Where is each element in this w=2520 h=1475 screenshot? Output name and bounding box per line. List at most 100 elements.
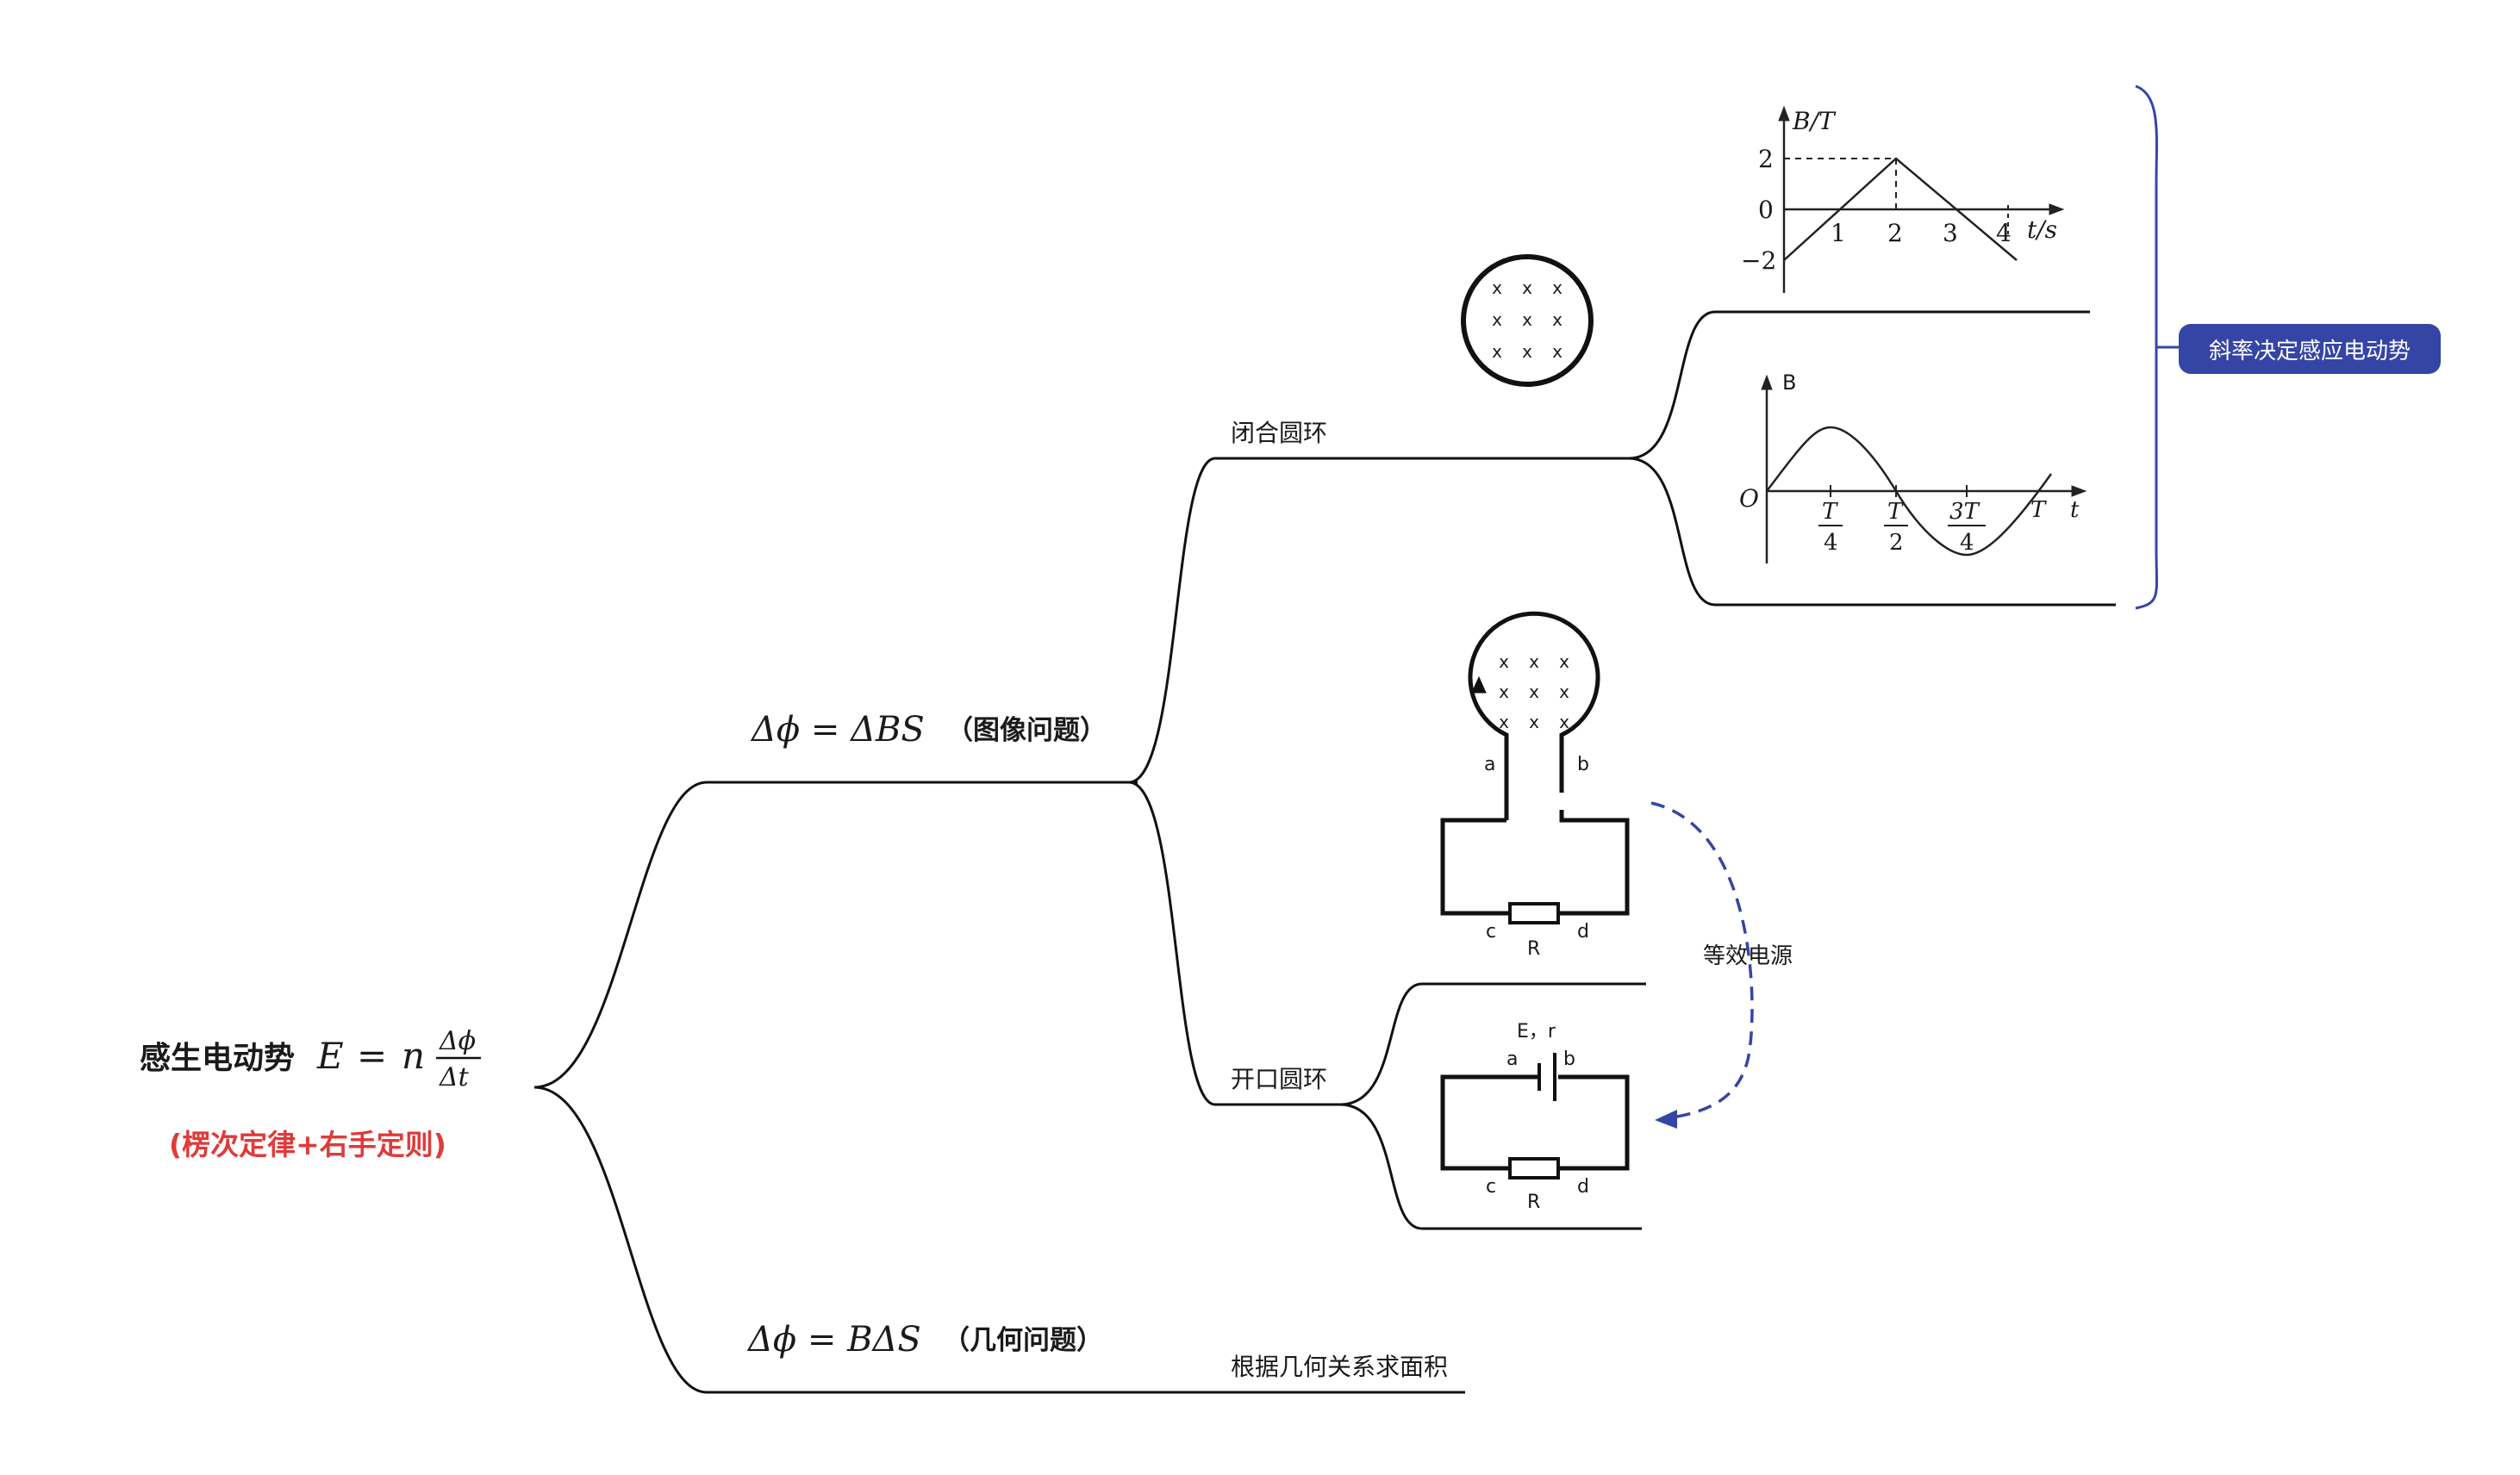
graph2-tick-den: 4 — [1824, 530, 1838, 556]
graph2-ylabel: B — [1782, 370, 1796, 395]
circuit2-left-wire — [1440, 1074, 1539, 1171]
terminal-a: a — [1506, 1049, 1518, 1070]
slope-summary-badge[interactable]: 斜率决定感应电动势 — [2179, 324, 2441, 374]
graph1-ylabel: B/T — [1792, 107, 1837, 135]
terminal-b: b — [1577, 754, 1589, 775]
terminal-b: b — [1563, 1049, 1575, 1070]
summary-bracket — [2135, 84, 2158, 610]
graph2-tick-den: 4 — [1960, 530, 1974, 556]
formula-equals: = — [357, 1035, 387, 1077]
resistor-label: R — [1527, 938, 1540, 960]
field-cross: x — [1552, 341, 1563, 362]
formula-e: E — [316, 1035, 344, 1077]
field-cross: x — [1559, 712, 1569, 732]
graph-b-t-sine — [1761, 374, 2087, 563]
graph2-y-arrow — [1761, 374, 1773, 390]
link-closed-graph2 — [1628, 457, 2116, 607]
field-cross: x — [1529, 712, 1539, 732]
terminal-d: d — [1577, 921, 1589, 943]
link-root-image — [533, 781, 1138, 1089]
graph1-xtick: 3 — [1943, 219, 1958, 247]
field-cross: x — [1559, 681, 1569, 702]
root-node[interactable]: 感生电动势 E = n Δϕ Δt (楞次定律+右手定则) — [140, 1026, 481, 1161]
graph2-x-arrow — [2071, 485, 2087, 497]
field-cross: x — [1529, 651, 1539, 672]
graph2-labels: B O T 4 T 2 3T 4 T t — [1739, 370, 2080, 556]
graph1-xtick: 4 — [1996, 219, 2012, 247]
ring-circle — [1461, 254, 1594, 387]
circuit1-resistor — [1508, 902, 1560, 924]
link-image-open — [1128, 781, 1344, 1106]
root-title: 感生电动势 — [140, 1041, 295, 1076]
connector-lines — [533, 310, 2116, 1394]
geometry-child-text[interactable]: 根据几何关系求面积 — [1231, 1353, 1448, 1381]
source-label: E，r — [1517, 1021, 1556, 1042]
graph1-xtick: 1 — [1831, 219, 1846, 247]
graph2-origin: O — [1739, 484, 1759, 513]
graph1-ytick: −2 — [1741, 246, 1776, 275]
branch-geometry-formula: Δϕ = BΔS — [746, 1320, 921, 1360]
open-ring-field: x x x x x x x x x — [1499, 651, 1569, 732]
circuit1-right-wire — [1558, 810, 1630, 916]
field-cross: x — [1522, 341, 1532, 362]
terminal-a: a — [1484, 754, 1495, 775]
branch-geometry-node[interactable]: Δϕ = BΔS （几何问题） — [746, 1320, 1103, 1360]
graph2-x-end: T — [2030, 497, 2047, 523]
circuit2-right-wire — [1558, 1074, 1630, 1171]
root-subtitle: (楞次定律+右手定则) — [169, 1128, 446, 1161]
branch-image-formula: Δϕ = ΔBS — [750, 710, 925, 750]
graph1-x-arrow — [2049, 203, 2065, 215]
equivalence-arrowhead — [1655, 1110, 1677, 1129]
field-cross: x — [1529, 681, 1539, 702]
terminal-d: d — [1577, 1176, 1589, 1198]
terminal-c: c — [1486, 1176, 1496, 1198]
field-cross: x — [1499, 681, 1509, 702]
link-image-closed — [1128, 457, 1633, 784]
link-open-circuit1 — [1339, 982, 1646, 1106]
graph1-ytick: 0 — [1758, 196, 1774, 224]
closed-ring-field-image: x x x x x x x x x — [1461, 254, 1594, 387]
graph1-line — [1783, 157, 2018, 261]
circuit2-labels: E，r a b c d R — [1486, 1021, 1589, 1213]
field-cross: x — [1499, 712, 1509, 732]
field-cross: x — [1552, 277, 1563, 298]
branch-geometry-label: （几何问题） — [943, 1325, 1103, 1356]
open-ring-loop — [1468, 611, 1600, 746]
formula-denominator: Δt — [439, 1062, 470, 1092]
equivalent-source-label: 等效电源 — [1703, 943, 1793, 969]
circuit2-resistor — [1508, 1157, 1560, 1179]
open-ring-label[interactable]: 开口圆环 — [1231, 1065, 1327, 1093]
graph2-tick-den: 2 — [1889, 530, 1904, 556]
field-cross: x — [1559, 651, 1569, 672]
link-root-geometry — [533, 1086, 1465, 1394]
branch-image-label: （图像问题） — [946, 715, 1107, 746]
branch-image-node[interactable]: Δϕ = ΔBS （图像问题） — [750, 710, 1107, 750]
field-cross: x — [1522, 309, 1532, 330]
graph2-tick-num: T — [1887, 499, 1904, 525]
graph2-xlabel: t — [2070, 497, 2080, 523]
current-arrow — [1471, 675, 1487, 694]
equivalence-arrow — [1650, 801, 1754, 1120]
field-cross: x — [1492, 277, 1502, 298]
graph2-tick-num: 3T — [1949, 499, 1980, 525]
circuit1-labels: a b c d R — [1484, 754, 1589, 960]
graph1-y-arrow — [1778, 105, 1790, 121]
equivalent-circuit — [1440, 1053, 1630, 1179]
circuit1-left-wire — [1440, 818, 1510, 916]
terminal-c: c — [1486, 921, 1496, 943]
closed-ring-label[interactable]: 闭合圆环 — [1231, 419, 1327, 447]
open-ring-circuit — [1440, 611, 1630, 924]
field-cross: x — [1499, 651, 1509, 672]
graph-b-t-triangle — [1778, 105, 2065, 293]
field-cross: x — [1492, 309, 1502, 330]
formula-numerator: Δϕ — [439, 1026, 476, 1056]
graph2-tick-num: T — [1822, 499, 1838, 525]
graph1-labels: B/T 2 0 −2 1 2 3 4 t/s — [1741, 107, 2057, 275]
link-open-circuit2 — [1339, 1103, 1642, 1230]
field-cross: x — [1492, 341, 1502, 362]
field-cross: x — [1552, 309, 1563, 330]
link-closed-graph1 — [1628, 310, 2090, 460]
graph1-xlabel: t/s — [2027, 215, 2057, 244]
field-cross: x — [1522, 277, 1532, 298]
